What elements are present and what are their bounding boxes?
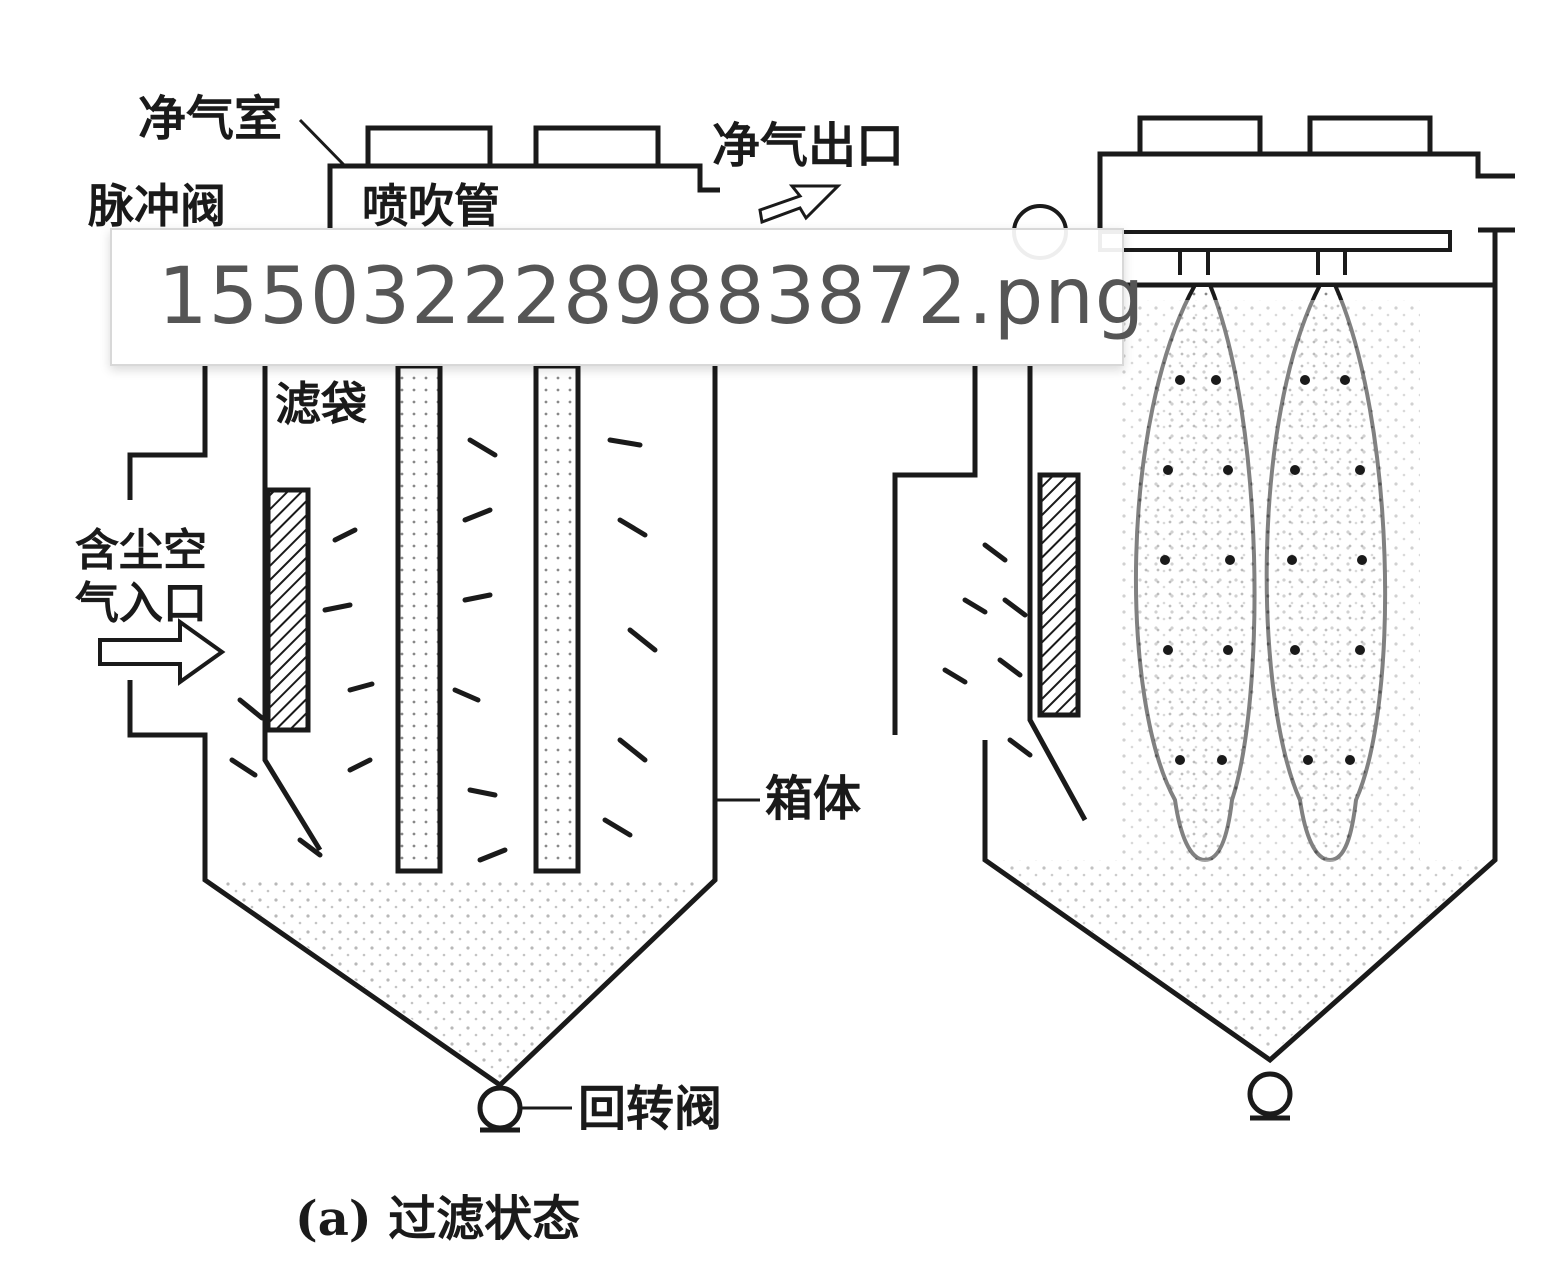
left-outlet-arrow [758, 184, 842, 225]
left-flow-marks [229, 437, 658, 863]
left-top-box-2 [533, 125, 661, 169]
right-top-box-1 [1137, 115, 1263, 157]
label-housing: 箱体 [765, 771, 861, 827]
filename-overlay: 1550322289883872.png [110, 228, 1144, 366]
left-dust-accumulation [210, 880, 710, 1080]
label-dusty-air-inlet-2: 气入口 [75, 578, 207, 629]
right-dust-cloud [990, 300, 1490, 1055]
right-deflector [1037, 472, 1081, 718]
right-top-box-2 [1307, 115, 1433, 157]
left-housing-lower-inlet [127, 366, 718, 1089]
right-rotary-valve [1247, 1071, 1293, 1117]
left-housing [127, 366, 208, 500]
left-filter-bag-2 [533, 363, 581, 874]
filename-text: 1550322289883872.png [158, 252, 1146, 342]
caption-filtering-state: (a) 过滤状态 [295, 1191, 580, 1247]
right-baffle [1027, 366, 1088, 822]
label-clean-air-outlet: 净气出口 [712, 118, 904, 174]
right-blow-pipe [1098, 230, 1452, 252]
label-pulse-valve: 脉冲阀 [88, 179, 226, 233]
label-filter-bag: 滤袋 [275, 377, 367, 431]
left-top-box-1 [365, 125, 493, 169]
label-clean-air-chamber: 净气室 [138, 91, 282, 147]
left-clean-chamber [327, 163, 720, 230]
left-rotary-valve [477, 1085, 523, 1131]
label-dusty-air-inlet-1: 含尘空 [75, 525, 207, 576]
left-baffle [262, 366, 323, 852]
label-rotary-valve: 回转阀 [578, 1081, 722, 1137]
right-housing [892, 366, 978, 735]
left-deflector [265, 487, 311, 733]
left-inlet-arrow [98, 618, 226, 686]
label-blow-pipe: 喷吹管 [362, 179, 500, 233]
left-filter-bag-1 [395, 363, 443, 874]
right-bag-pulse-marks [1160, 375, 1367, 765]
right-clean-chamber [1097, 151, 1515, 230]
right-flow-marks [942, 542, 1033, 758]
left-unit [98, 118, 842, 1133]
right-housing-lower [982, 230, 1498, 1064]
